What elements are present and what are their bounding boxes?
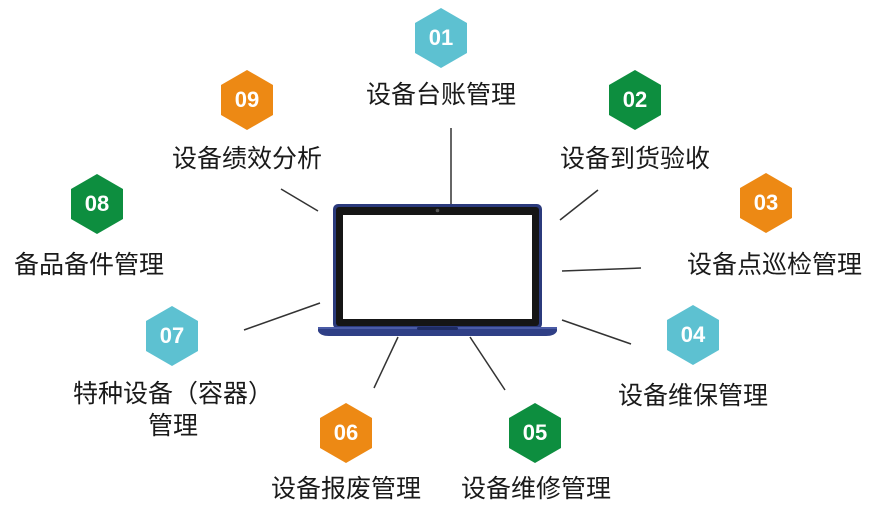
node-label-09: 设备绩效分析 [171, 144, 323, 173]
laptop-base [318, 327, 557, 336]
laptop-screen [343, 215, 532, 319]
number-badge-02: 02 [609, 70, 661, 130]
connector-05 [469, 336, 506, 391]
number-badge-05: 05 [509, 403, 561, 463]
node-label-08: 备品备件管理 [14, 250, 165, 279]
number-badge-04: 04 [667, 305, 719, 365]
laptop-icon [318, 204, 557, 336]
connector-06 [373, 336, 399, 389]
connector-04 [561, 319, 632, 345]
node-label-07: 特种设备（容器） 管理 [73, 378, 273, 442]
node-label-06: 设备报废管理 [270, 474, 422, 503]
node-label-03: 设备点巡检管理 [686, 250, 862, 279]
number-badge-03: 03 [740, 173, 792, 233]
laptop-camera [435, 208, 440, 213]
node-label-07-line2: 管理 [147, 411, 199, 440]
node-label-02: 设备到货验收 [559, 144, 711, 173]
laptop-notch [417, 327, 458, 330]
connector-07 [243, 302, 321, 331]
node-label-05: 设备维修管理 [460, 474, 612, 503]
connector-02 [559, 189, 599, 221]
connector-09 [280, 188, 319, 212]
node-label-04: 设备维保管理 [617, 381, 769, 410]
node-label-07-line1: 特种设备（容器） [72, 379, 274, 408]
number-badge-07: 07 [146, 306, 198, 366]
connector-03 [561, 267, 642, 272]
node-label-01: 设备台账管理 [365, 80, 517, 109]
